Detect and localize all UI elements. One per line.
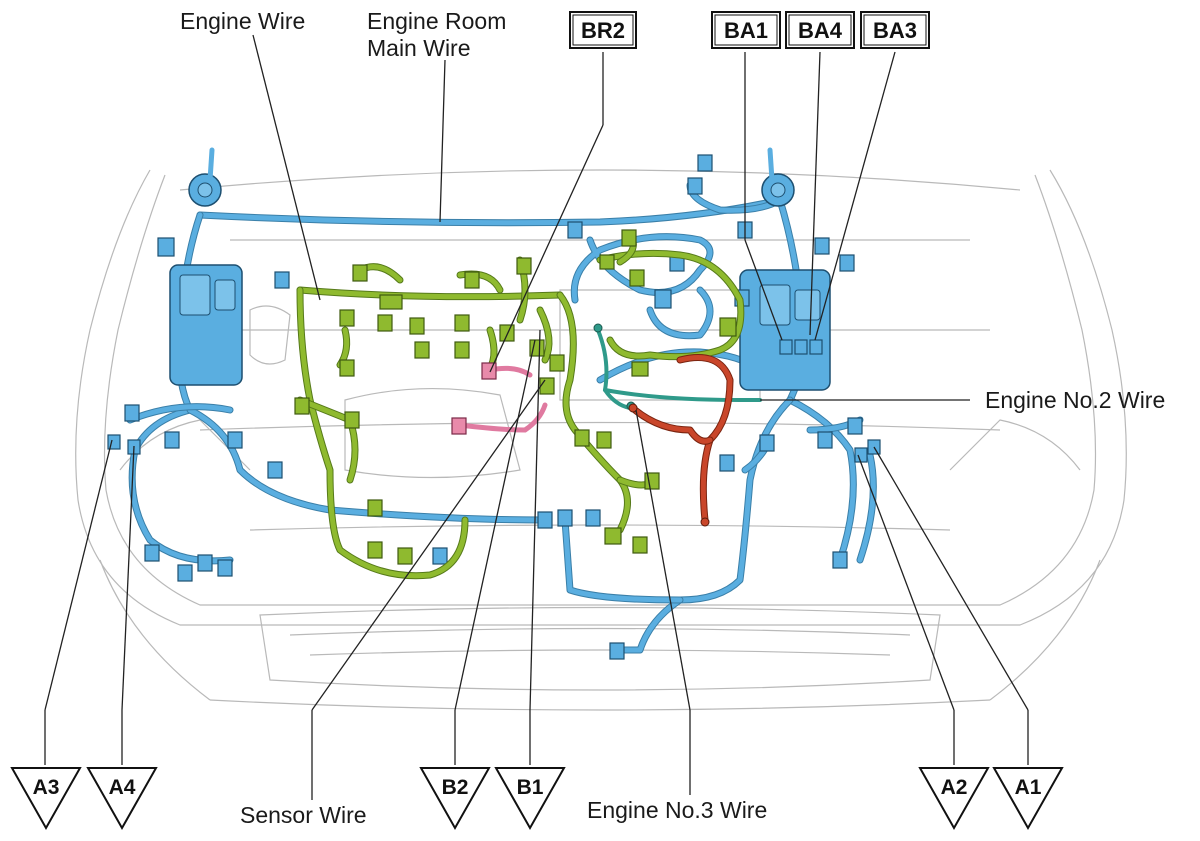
ba4-code: BA4	[798, 18, 843, 43]
a1-code: A1	[1015, 776, 1042, 799]
engine-wire-connectors	[294, 229, 737, 565]
engine-no2-wire-harness	[593, 323, 762, 411]
boxed-connector-ba4: BA4	[785, 11, 855, 49]
boxed-connector-ba1: BA1	[711, 11, 781, 49]
b1-code: B1	[517, 776, 544, 799]
leader-lines	[44, 34, 1029, 800]
triangle-connector-b2: B2	[419, 767, 491, 831]
engine-no3-wire-label: Engine No.3 Wire	[587, 797, 767, 823]
triangle-connector-a1: A1	[992, 767, 1064, 831]
engine-room-main-wire-label-line1: Engine Room	[367, 8, 506, 34]
triangle-connector-b1: B1	[494, 767, 566, 831]
engine-room-main-wire-label-line2: Main Wire	[367, 35, 471, 61]
triangle-connector-a2: A2	[918, 767, 990, 831]
engine-no3-wire-harness	[628, 354, 734, 527]
engine-no2-wire-label: Engine No.2 Wire	[985, 387, 1165, 413]
engine-wire-label: Engine Wire	[180, 8, 305, 34]
triangle-connector-a3: A3	[10, 767, 82, 831]
sensor-wire-label: Sensor Wire	[240, 802, 367, 828]
b2-code: B2	[442, 776, 469, 799]
ba3-code: BA3	[873, 18, 917, 43]
a4-code: A4	[109, 776, 136, 799]
ba1-code: BA1	[724, 18, 768, 43]
a3-code: A3	[33, 776, 60, 799]
triangle-connector-a4: A4	[86, 767, 158, 831]
br2-code: BR2	[581, 18, 625, 43]
a2-code: A2	[941, 776, 968, 799]
boxed-connector-ba3: BA3	[860, 11, 930, 49]
boxed-connector-br2: BR2	[569, 11, 637, 49]
